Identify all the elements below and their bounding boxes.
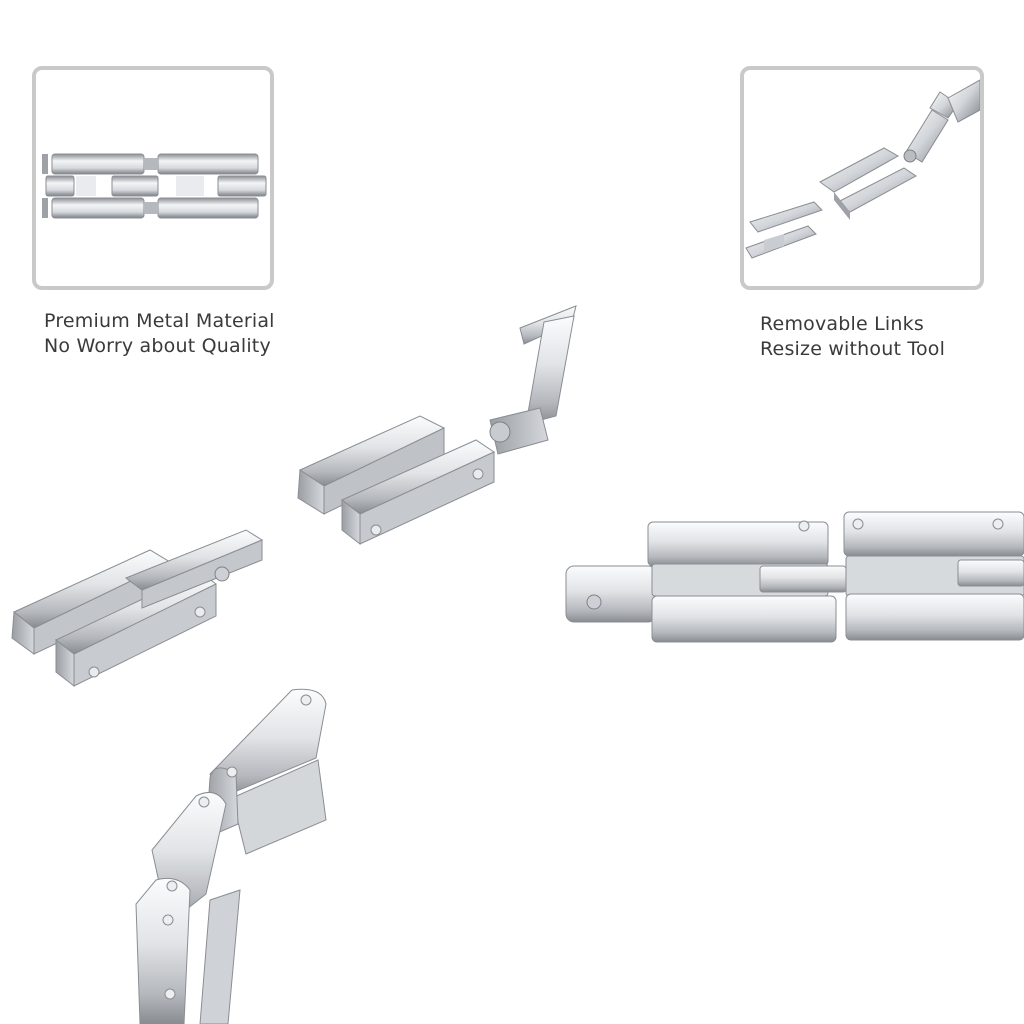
feature-caption-removable: Removable Links Resize without Tool	[760, 312, 945, 362]
band-right	[565, 511, 1024, 643]
feature-caption-line: No Worry about Quality	[44, 335, 271, 357]
metal-link-closeup-icon	[42, 153, 267, 219]
adapter-pin	[489, 305, 577, 455]
feature-caption-line: Resize without Tool	[760, 338, 946, 360]
band-bottom	[135, 688, 327, 1024]
link-center	[297, 415, 496, 546]
link-left	[11, 529, 264, 688]
feature-caption-line: Premium Metal Material	[44, 310, 275, 332]
removable-link-icon	[745, 79, 980, 259]
feature-frame-metal	[32, 66, 274, 290]
feature-caption-line: Removable Links	[760, 313, 924, 335]
feature-caption-metal: Premium Metal Material No Worry about Qu…	[44, 309, 275, 359]
feature-frame-removable	[740, 66, 984, 290]
